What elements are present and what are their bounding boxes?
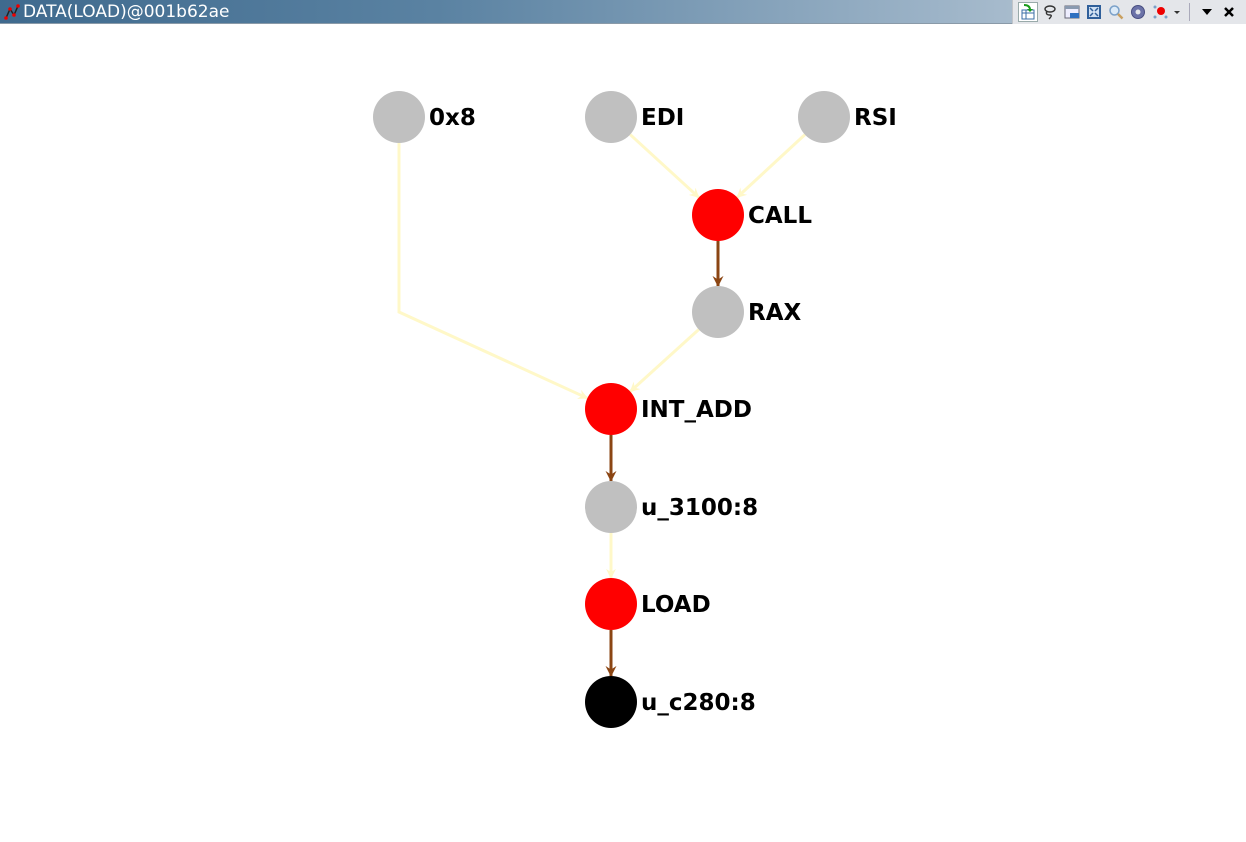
edge-0x8-to-intadd[interactable] [397, 143, 589, 400]
varnode-node-circle[interactable] [692, 286, 744, 338]
lasso-icon [1044, 5, 1056, 20]
lasso-button[interactable] [1040, 2, 1060, 22]
chevron-down-icon [1174, 11, 1180, 14]
edge-rsi-to-call[interactable] [736, 133, 806, 199]
settings-icon [1131, 5, 1145, 19]
graph-node[interactable]: RSI [798, 91, 897, 143]
node-label: RSI [854, 105, 897, 131]
graph-node[interactable]: LOAD [585, 578, 711, 630]
node-label: RAX [748, 300, 802, 326]
varnode-node-circle[interactable] [798, 91, 850, 143]
node-label: u_c280:8 [641, 690, 756, 716]
triangle-down-icon [1202, 9, 1212, 15]
window-title: DATA(LOAD)@001b62ae [23, 2, 230, 22]
operation-node-circle[interactable] [585, 383, 637, 435]
fit-to-window-icon [1087, 5, 1101, 19]
export-graph-icon [1021, 4, 1035, 20]
layout-icon [1153, 5, 1168, 19]
graph-toolbar [1012, 0, 1246, 24]
result-node-circle[interactable] [585, 676, 637, 728]
zoom-icon [1109, 5, 1124, 20]
node-label: 0x8 [429, 105, 476, 131]
node-label: u_3100:8 [641, 495, 758, 521]
window-menu-button[interactable] [1197, 2, 1217, 22]
graph-node[interactable]: 0x8 [373, 91, 476, 143]
graph-node[interactable]: RAX [692, 286, 802, 338]
close-icon [1224, 7, 1234, 17]
operation-node-circle[interactable] [585, 578, 637, 630]
layout-button[interactable] [1150, 2, 1170, 22]
layout-dropdown-button[interactable] [1172, 2, 1182, 22]
export-graph-button[interactable] [1018, 2, 1038, 22]
graph-node[interactable]: CALL [692, 189, 812, 241]
satellite-view-button[interactable] [1062, 2, 1082, 22]
window-titlebar: DATA(LOAD)@001b62ae [0, 0, 1246, 24]
satellite-view-icon [1064, 5, 1080, 19]
graph-node[interactable]: u_3100:8 [585, 481, 758, 533]
settings-button[interactable] [1128, 2, 1148, 22]
close-window-button[interactable] [1219, 2, 1239, 22]
operation-node-circle[interactable] [692, 189, 744, 241]
graph-node[interactable]: u_c280:8 [585, 676, 756, 728]
fit-to-window-button[interactable] [1084, 2, 1104, 22]
varnode-node-circle[interactable] [373, 91, 425, 143]
node-label: INT_ADD [641, 397, 752, 423]
varnode-node-circle[interactable] [585, 481, 637, 533]
toolbar-separator [1189, 3, 1190, 21]
node-label: LOAD [641, 592, 711, 618]
edge-edi-to-call[interactable] [629, 133, 700, 199]
edge-rax-to-intadd[interactable] [629, 328, 700, 393]
node-label: EDI [641, 105, 684, 131]
graph-node[interactable]: INT_ADD [585, 383, 752, 435]
graph-node[interactable]: EDI [585, 91, 684, 143]
graph-window-icon [4, 4, 20, 20]
edges-layer [397, 133, 806, 677]
node-label: CALL [748, 203, 812, 229]
zoom-button[interactable] [1106, 2, 1126, 22]
varnode-node-circle[interactable] [585, 91, 637, 143]
